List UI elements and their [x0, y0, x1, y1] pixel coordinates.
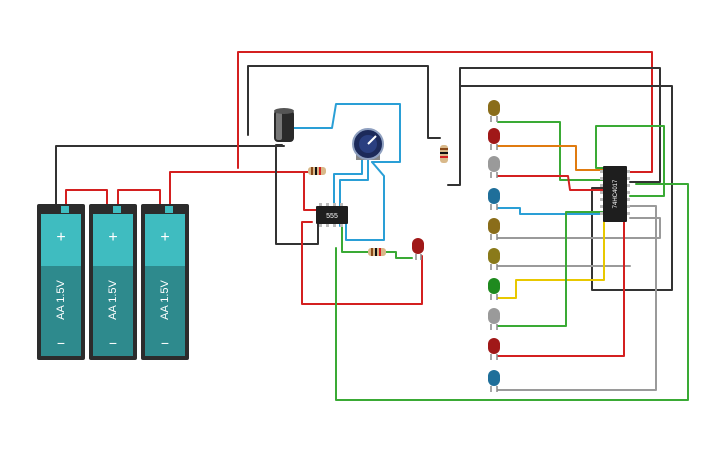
wire-resistor-to-555[interactable] [299, 171, 319, 211]
wire-cap-to-pot[interactable] [293, 103, 401, 163]
led-column [488, 100, 500, 392]
resistor-2[interactable] [368, 248, 386, 256]
battery-2[interactable]: + AA 1.5V − [89, 204, 137, 360]
wire-pot-to-555-a[interactable] [333, 159, 363, 213]
wires [55, 51, 689, 401]
battery-1-label: AA 1.5V [55, 279, 67, 319]
wire-top-red-loop[interactable] [237, 51, 653, 173]
wire-led-blue-1[interactable] [497, 207, 605, 215]
wire-led-red-1[interactable] [497, 175, 605, 191]
wire-battery-link-1[interactable] [65, 189, 108, 205]
wire-led-yellow[interactable] [497, 221, 605, 299]
wire-led-green-2[interactable] [497, 211, 605, 327]
battery-3-plus: + [160, 229, 169, 246]
battery-2-plus: + [108, 229, 117, 246]
led-4[interactable] [488, 188, 500, 210]
led-9[interactable] [488, 338, 500, 360]
led-1[interactable] [488, 100, 500, 122]
led-7[interactable] [488, 278, 500, 300]
wire-555-output[interactable] [301, 221, 423, 305]
wire-resistor-to-led[interactable] [385, 251, 413, 259]
led-6[interactable] [488, 248, 500, 270]
resistor-3[interactable] [440, 145, 448, 163]
battery-3[interactable]: + AA 1.5V − [141, 204, 189, 360]
led-10[interactable] [488, 370, 500, 392]
battery-pack: + AA 1.5V − + AA 1.5V − + AA 1.5V − [37, 204, 189, 360]
led-2[interactable] [488, 128, 500, 150]
potentiometer[interactable] [352, 128, 384, 160]
electrolytic-capacitor[interactable] [274, 108, 294, 142]
wire-green-counter-top[interactable] [595, 125, 665, 197]
wire-battery-negative[interactable] [55, 145, 285, 205]
counter-chip[interactable]: 74HC4017 [600, 166, 630, 222]
timer-555-chip[interactable]: 555 [316, 203, 348, 227]
wire-battery-link-2[interactable] [117, 189, 161, 205]
battery-1-plus: + [56, 229, 65, 246]
wire-led-gray-3[interactable] [497, 205, 657, 391]
wire-black-right-2[interactable] [459, 85, 673, 291]
wire-led-red-2[interactable] [497, 221, 625, 357]
battery-3-minus: − [161, 335, 169, 351]
wire-top-black-loop[interactable] [247, 65, 441, 139]
wire-black-right-1[interactable] [447, 67, 661, 186]
led-5[interactable] [488, 218, 500, 240]
battery-2-label: AA 1.5V [107, 279, 119, 319]
battery-3-label: AA 1.5V [159, 279, 171, 319]
battery-1-minus: − [57, 335, 65, 351]
led-8[interactable] [488, 308, 500, 330]
timer-555-label: 555 [326, 213, 338, 220]
counter-chip-label: 74HC4017 [613, 179, 619, 208]
wire-big-green-loop[interactable] [335, 183, 689, 401]
wire-battery-positive[interactable] [169, 171, 309, 205]
battery-1[interactable]: + AA 1.5V − [37, 204, 85, 360]
led-3[interactable] [488, 156, 500, 178]
wire-cap-to-555[interactable] [275, 144, 319, 245]
wire-led-gray-1[interactable] [497, 217, 661, 239]
resistor-1[interactable] [308, 167, 326, 175]
wire-555-to-resistor-green[interactable] [341, 225, 369, 253]
wire-led-orange[interactable] [497, 145, 605, 171]
battery-2-minus: − [109, 335, 117, 351]
wire-led-green-1[interactable] [497, 121, 605, 181]
wire-pot-to-555-b[interactable] [345, 161, 385, 241]
timer-led[interactable] [412, 238, 424, 260]
